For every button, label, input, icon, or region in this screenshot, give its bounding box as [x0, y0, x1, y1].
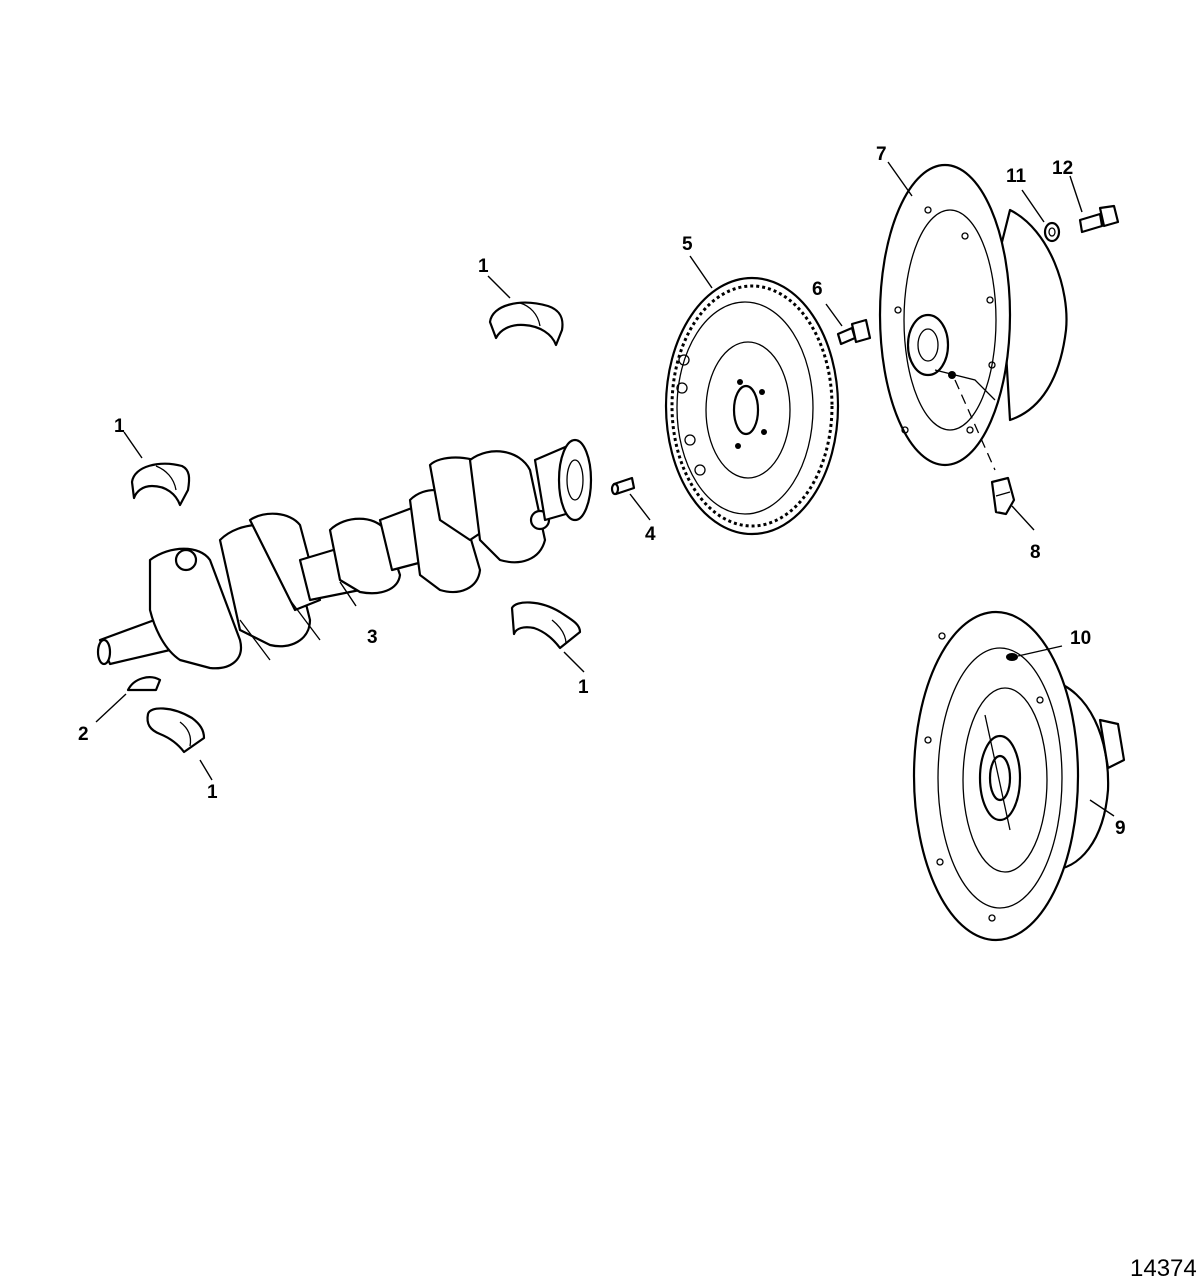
crankshaft — [96, 438, 593, 670]
callout-1d: 1 — [207, 782, 218, 803]
bearing-half-lower-left — [146, 707, 206, 754]
woodruff-key — [126, 676, 162, 692]
callout-1a: 1 — [478, 256, 489, 277]
drive-plate — [878, 163, 1068, 471]
flywheel-bolt — [836, 318, 872, 346]
callout-1b: 1 — [114, 416, 125, 437]
bearing-half-upper-left — [130, 462, 191, 507]
drive-plate-bolt — [1078, 204, 1120, 234]
callout-5: 5 — [682, 234, 693, 255]
washer — [1043, 221, 1061, 243]
bearing-half-lower-middle — [510, 601, 582, 650]
bearing-half-upper-top — [488, 301, 564, 347]
callout-1c: 1 — [578, 677, 589, 698]
grease-fitting — [990, 476, 1016, 516]
leader-lines — [95, 161, 1115, 817]
callout-10: 10 — [1070, 628, 1091, 649]
callout-3: 3 — [367, 627, 378, 648]
flywheel — [664, 276, 840, 536]
callout-6: 6 — [812, 279, 823, 300]
dowel-pin — [610, 476, 636, 496]
callout-9: 9 — [1115, 818, 1126, 839]
callout-7: 7 — [876, 144, 887, 165]
callout-labels: 1 1 1 1 2 3 4 5 6 7 8 9 10 11 12 — [78, 144, 1126, 839]
callout-8: 8 — [1030, 542, 1041, 563]
callout-4: 4 — [645, 524, 656, 545]
plug — [1006, 653, 1018, 661]
drive-coupler — [912, 610, 1126, 942]
callout-11: 11 — [1006, 166, 1027, 187]
callout-2: 2 — [78, 724, 89, 745]
figure-id: 14374 — [1130, 1255, 1197, 1282]
callout-12: 12 — [1052, 158, 1073, 179]
